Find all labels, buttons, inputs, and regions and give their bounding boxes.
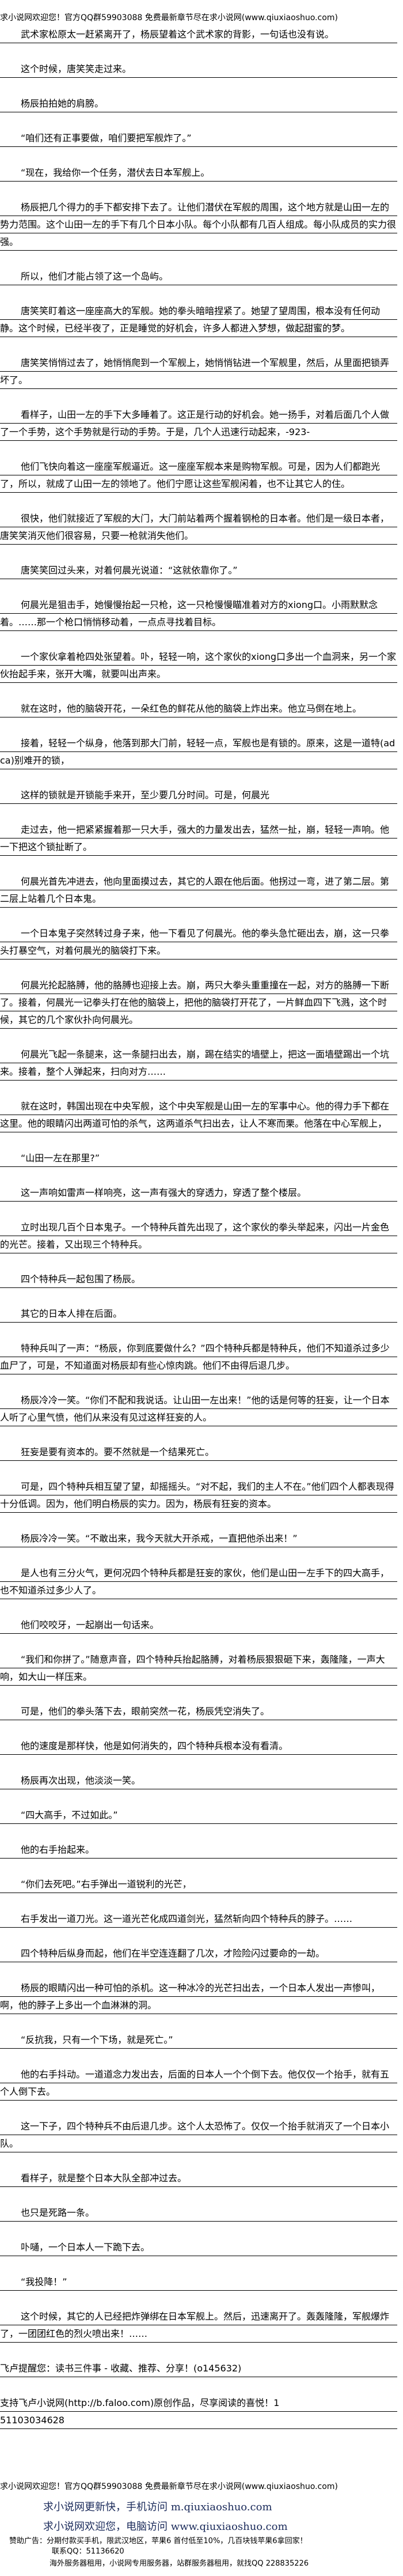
story-paragraph: 他们飞快向着这一座座军舰逼近。这一座座军舰本来是购物军舰。可是，因为人们都跑光了… (0, 458, 397, 493)
story-paragraph: 他的右手抖动。一道道念力发出去，后面的日本人一个个倒下去。他仅仅一个抬手，就有五… (0, 2066, 397, 2101)
story-paragraph: 这样的锁就是开锁能手来开，至少要几分时间。可是，何晨光 (0, 787, 397, 804)
story-paragraph: 一个日本鬼子突然转过身子来，他一下看见了何晨光。他的拳头急忙砸出去，崩，这一只拳… (0, 925, 397, 960)
mobile-site-link[interactable]: 求小说网更新快，手机访问 m.qiuxiaoshuo.com (43, 2501, 272, 2513)
story-paragraph: 何晨光首先冲进去，他向里面摸过去，其它的人跟在他后面。他拐过一弯，进了第二层。第… (0, 873, 397, 908)
story-paragraph: 何晨光飞起一条腿来，这一条腿扫出去，崩，踢在结实的墙壁上，把这一面墙壁踢出一个坑… (0, 1046, 397, 1081)
story-paragraph: 这个时候，其它的人已经把炸弹绑在日本军舰上。然后，迅速离开了。轰轰隆隆，军舰爆炸… (0, 2308, 397, 2343)
story-paragraph: “反抗我，只有一个下场，就是死亡。” (0, 2031, 397, 2049)
site-notice[interactable]: 支持飞卢小说网(http://b.faloo.com)原创作品，尽享阅读的喜悦！… (0, 2394, 397, 2412)
story-paragraph: 四个特种兵一起包围了杨辰。 (0, 1271, 397, 1288)
story-paragraph: 特种兵叫了一声：“杨辰，你到底要做什么？”四个特种兵都是特种兵，他们不知道杀过多… (0, 1340, 397, 1374)
story-paragraph: 立时出现几百个日本鬼子。一个特种兵首先出现了，这个家伙的拳头举起来，闪出一片金色… (0, 1219, 397, 1253)
story-paragraph: 武术家松原太一赶紧离开了，杨辰望着这个武术家的背影，一句话也没有说。 (0, 26, 397, 43)
story-paragraph: 右手发出一道刀光。这一道光芒化成四道剑光，猛然斩向四个特种兵的脖子。…… (0, 1910, 397, 1928)
chapter-content: 武术家松原太一赶紧离开了，杨辰望着这个武术家的背影，一句话也没有说。这个时候，唐… (0, 26, 397, 2446)
server-ad-text: 海外服务器租用，小说网专用服务器，站群服务器租用，就找QQ 228835226 (50, 2559, 309, 2568)
story-paragraph: “四大高手，不过如此。” (0, 1807, 397, 1824)
story-paragraph: 看样子，就是整个日本大队全部冲过去。 (0, 2170, 397, 2187)
story-paragraph: 何晨光是狙击手，她慢慢抬起一只枪，这一只枪慢慢瞄准着对方的xiong口。小雨默默… (0, 596, 397, 631)
story-paragraph: 唐笑笑回过头来，对着何晨光说道：“这就依靠你了。” (0, 562, 397, 579)
story-paragraph: “我投降！” (0, 2273, 397, 2291)
story-paragraph: 看样子，山田一左的手下大多睡着了。这正是行动的好机会。她一扬手，对着后面几个人做… (0, 406, 397, 441)
story-paragraph: 杨辰再次出现，他淡淡一笑。 (0, 1772, 397, 1789)
sponsor-ad-contact: 联系QQ：51136620 (52, 2547, 124, 2556)
story-paragraph: 是人也有三分火气，更何况四个特种兵都是狂妄的家伙，他们是山田一左手下的四大高手，… (0, 1565, 397, 1599)
story-paragraph: 杨辰的眼睛闪出一种可怕的杀机。这一种冰冷的光芒扫出去，一个日本人发出一声惨叫，啊… (0, 1980, 397, 2014)
story-paragraph: 就在这时，他的脑袋开花，一朵红色的鲜花从他的脑袋上炸出来。他立马倒在地上。 (0, 700, 397, 717)
story-paragraph: 就在这时，韩国出现在中央军舰，这个中央军舰是山田一左的军事中心。他的得力手下都在… (0, 1098, 397, 1132)
story-paragraph: 这一下子，四个特种兵不由后退几步。这个人太恐怖了。仅仅一个抬手就消灭了一个日本小… (0, 2118, 397, 2152)
sponsor-ad-text: 赞助广告：分期付款买手机，限武汉地区，苹果6 首付低至10%，几百块钱苹果6拿回… (9, 2537, 307, 2545)
story-paragraph: 杨辰把几个得力的手下都安排下去了。让他们潜伏在军舰的周围，这个地方就是山田一左的… (0, 199, 397, 251)
story-paragraph: 这个时候，唐笑笑走过来。 (0, 61, 397, 78)
story-paragraph: 杨辰拍拍她的肩膀。 (0, 95, 397, 112)
story-paragraph: 所以，他们才能占领了这一个岛屿。 (0, 268, 397, 285)
site-banner-top: 求小说网欢迎您！官方QQ群59903088 免费最新章节尽在求小说网(www.q… (0, 13, 338, 22)
story-paragraph: “你们去死吧。”右手弹出一道锐利的光芒， (0, 1876, 397, 1893)
chapter-id: 51103034628 (0, 2412, 397, 2429)
story-paragraph: 接着，轻轻一个纵身，他落到那大门前，轻轻一点，军舰也是有锁的。原来，这是一道特(… (0, 735, 397, 769)
story-paragraph: 他的速度是那样快，他是如何消失的，四个特种兵根本没有看清。 (0, 1738, 397, 1755)
story-paragraph: 很快，他们就接近了军舰的大门，大门前站着两个握着钢枪的日本者。他们是一级日本者，… (0, 510, 397, 545)
story-paragraph: 可是，他们的拳头落下去，眼前突然一花，杨辰凭空消失了。 (0, 1703, 397, 1720)
site-banner-bottom: 求小说网欢迎您！官方QQ群59903088 免费最新章节尽在求小说网(www.q… (0, 2482, 338, 2491)
story-paragraph: 唐笑笑悄悄过去了，她悄悄爬到一个军舰上，她悄悄钻进一个军舰里，然后，从里面把锁弄… (0, 354, 397, 389)
story-paragraph: 其它的日本人排在后面。 (0, 1305, 397, 1323)
story-paragraph: 卟嗵，一个日本人一下跪下去。 (0, 2239, 397, 2256)
story-paragraph: 狂妄是要有资本的。要不然就是一个结果死亡。 (0, 1444, 397, 1461)
story-paragraph: 杨辰冷冷一笑。“你们不配和我说话。让山田一左出来！”他的话是何等的狂妄，让一个日… (0, 1392, 397, 1426)
story-paragraph: 走过去，他一把紧紧握着那一只大手，强大的力量发出去，猛然一扯，崩，轻轻一声响。他… (0, 821, 397, 856)
story-paragraph: 也只是死路一条。 (0, 2204, 397, 2222)
story-paragraph: “现在，我给你一个任务，潜伏去日本军舰上。 (0, 164, 397, 182)
story-paragraph: “山田一左在那里?” (0, 1150, 397, 1167)
story-paragraph: 何晨光抡起胳膊，他的胳膊也迎接上去。崩，两只大拳头重重撞在一起，对方的胳膊一下断… (0, 977, 397, 1029)
story-paragraph: “我们和你拼了。”随意声音，四个特种兵抬起胳膊，对着杨辰狠狠砸下来，轰隆隆，一声… (0, 1651, 397, 1686)
story-paragraph: 四个特种后纵身而起，他们在半空连连翻了几次，才险险闪过要命的一劫。 (0, 1945, 397, 1962)
story-paragraph: 他们咬咬牙，一起崩出一句话来。 (0, 1616, 397, 1634)
story-paragraph: 一个家伙拿着枪四处张望着。卟，轻轻一响，这个家伙的xiong口多出一个血洞来，另… (0, 648, 397, 683)
story-paragraph: 他的右手抬起来。 (0, 1841, 397, 1859)
story-paragraph: 唐笑笑盯着这一座座高大的军舰。她的拳头暗暗捏紧了。她望了望周围，根本没有任何动静… (0, 303, 397, 337)
story-paragraph: 这一声响如雷声一样响亮，这一声有强大的穿透力，穿透了整个楼层。 (0, 1184, 397, 1202)
pc-site-link[interactable]: 求小说网欢迎您，电脑访问 www.qiuxiaoshuo.com (43, 2521, 288, 2533)
story-paragraph: 杨辰冷冷一笑。“不敢出来，我今天就大开杀戒，一直把他杀出来！” (0, 1530, 397, 1547)
site-notice: 飞卢提醒您：读书三件事 - 收藏、推荐、分享！(o145632) (0, 2360, 397, 2377)
story-paragraph: 可是，四个特种兵相互望了望，却摇摇头。“对不起，我们的主人不在。”他们四个人都表… (0, 1478, 397, 1513)
story-paragraph: “咱们还有正事要做，咱们要把军舰炸了。” (0, 130, 397, 147)
